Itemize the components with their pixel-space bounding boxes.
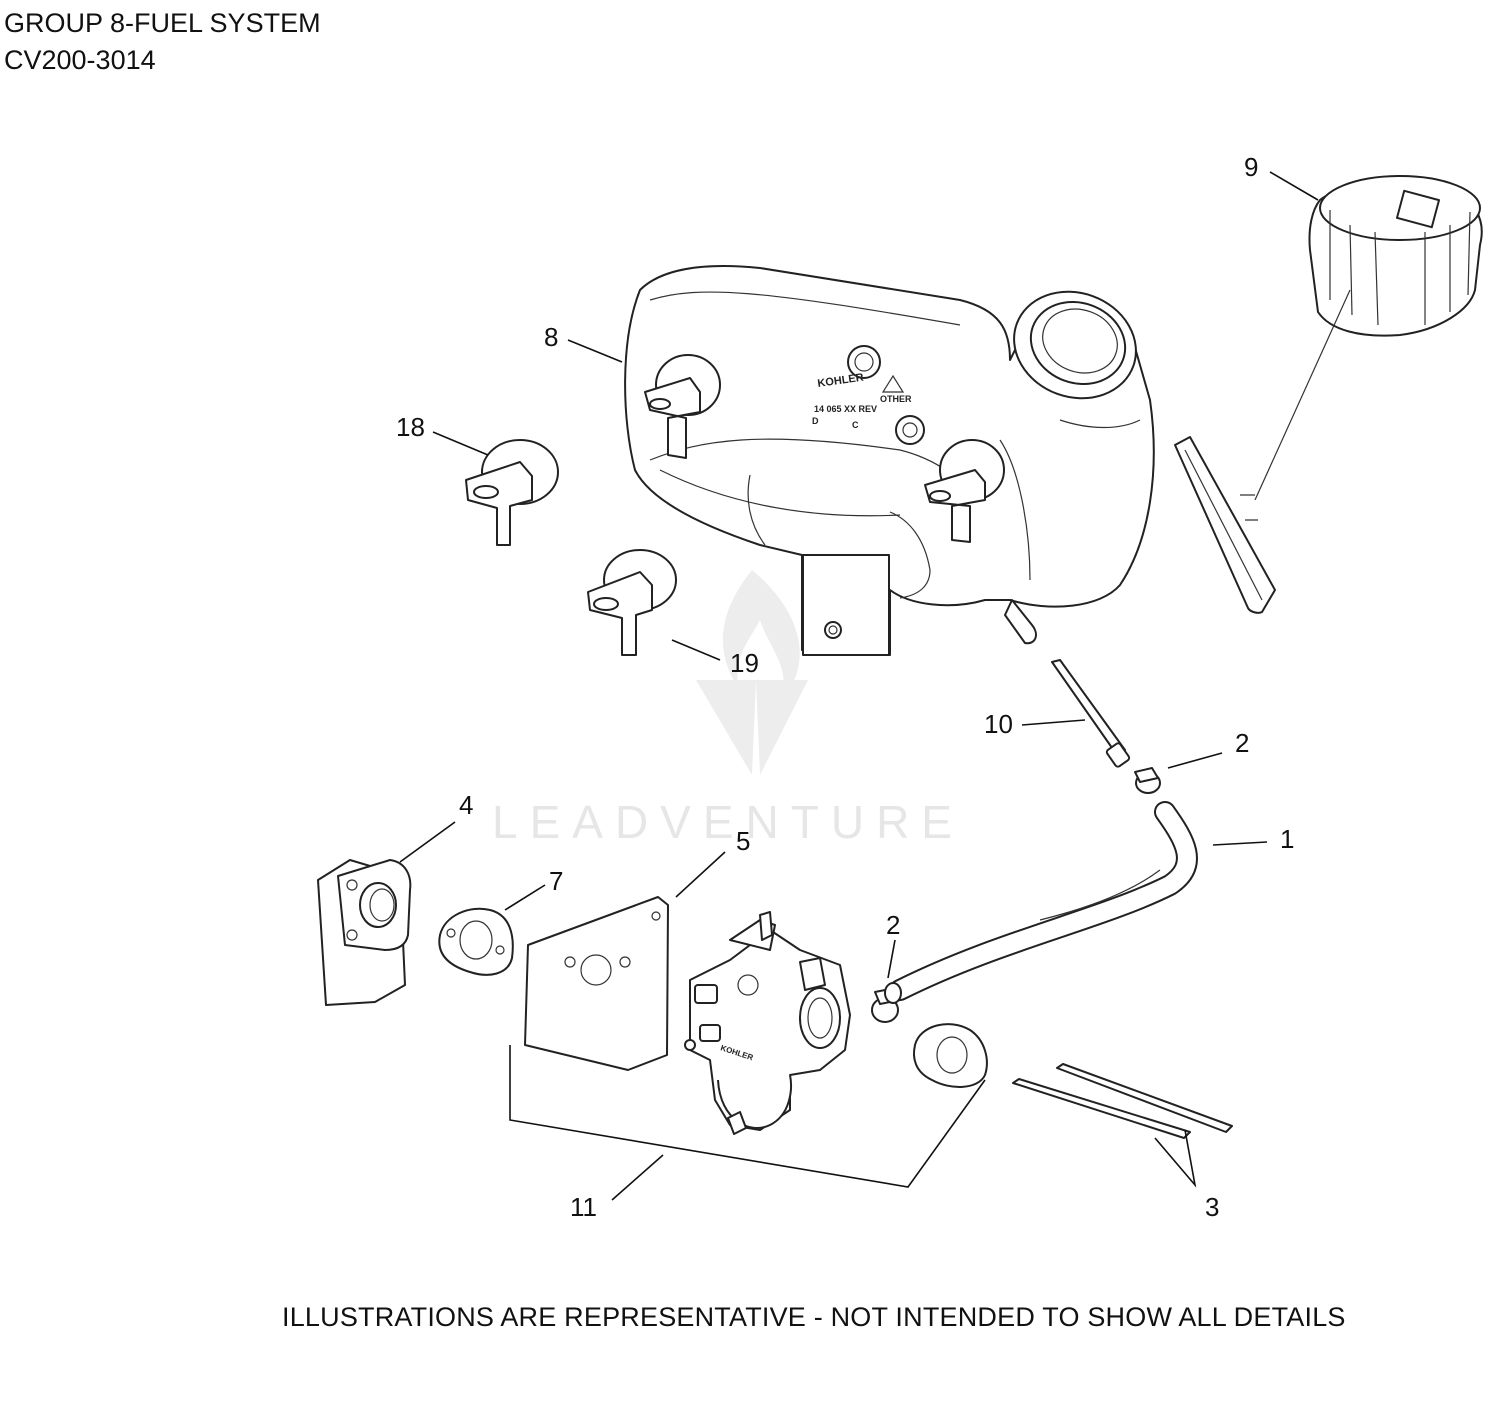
leader-9 [1269,171,1319,201]
tank-code-mark: 14 065 XX REV [814,404,877,414]
fuel-outlet-fitting [1004,599,1037,645]
watermark: LEADVENTURE [492,570,964,848]
callout-2-upper: 2 [1235,728,1249,758]
watermark-text: LEADVENTURE [492,796,964,848]
callout-4: 4 [459,790,473,820]
callout-1: 1 [1280,824,1294,854]
leader-8 [567,339,623,363]
fuel-cap-tab [1395,189,1441,229]
carburetor: KOHLER [684,911,851,1135]
clip-part-19 [587,549,677,656]
studs-part-3 [1012,1063,1233,1139]
fuel-tank: KOHLER OTHER 14 065 XX REV D C [624,265,1155,656]
callout-19: 19 [730,648,759,678]
callout-numbers: 9 8 18 19 10 2 1 4 5 7 2 11 3 [396,152,1294,1222]
watermark-flame-icon [722,570,800,700]
callout-18: 18 [396,412,425,442]
leader-10 [1021,719,1086,726]
fuel-cap [1174,175,1483,614]
callout-5: 5 [736,826,750,856]
leader-18 [432,431,489,456]
leader-5 [675,851,726,898]
clip-part-18 [465,439,559,546]
callout-8: 8 [544,322,558,352]
tank-c-mark: C [852,420,859,430]
installed-clip-left [644,354,721,459]
fuel-hose [889,801,1198,1001]
leader-2-upper [1167,752,1223,769]
gasket-part-7 [438,907,514,976]
recycle-symbol-icon [847,345,881,379]
leader-4 [399,821,456,863]
bolt-part-10 [1051,659,1131,768]
leader-11 [611,1154,664,1201]
carb-gasket [913,1023,988,1088]
fuel-cap-tether [1254,289,1351,501]
callout-3: 3 [1205,1192,1219,1222]
fuel-symbol-icon [895,415,925,445]
recycle-triangle-icon [881,374,905,393]
assembly-bracket-line [509,1045,986,1188]
leader-7 [504,884,546,911]
leader-3 [1154,1129,1197,1188]
model-number: CV200-3014 [4,45,156,75]
tank-other-mark: OTHER [880,394,912,404]
leader-lines [399,171,1319,1201]
diagram-title: GROUP 8-FUEL SYSTEM [4,8,321,38]
disclaimer-note: ILLUSTRATIONS ARE REPRESENTATIVE - NOT I… [282,1302,1346,1332]
callout-11: 11 [570,1192,597,1222]
leader-2-lower [887,939,896,979]
callout-10: 10 [984,709,1013,739]
spacer-part-4 [317,859,412,1006]
fuel-cap-strap-plate [1174,436,1276,614]
watermark-v-icon [696,680,808,775]
hose-clamp-lower [871,982,902,1023]
callout-9: 9 [1244,152,1258,182]
callout-7: 7 [549,866,563,896]
installed-clip-right [924,439,1005,543]
hose-clamp-upper [1134,767,1161,794]
leader-1 [1212,841,1268,846]
tank-d-mark: D [812,416,819,426]
leader-19 [671,639,721,661]
callout-2-lower: 2 [886,910,900,940]
tank-mount-bracket [802,554,890,656]
heat-shield-part-5 [524,896,669,1071]
